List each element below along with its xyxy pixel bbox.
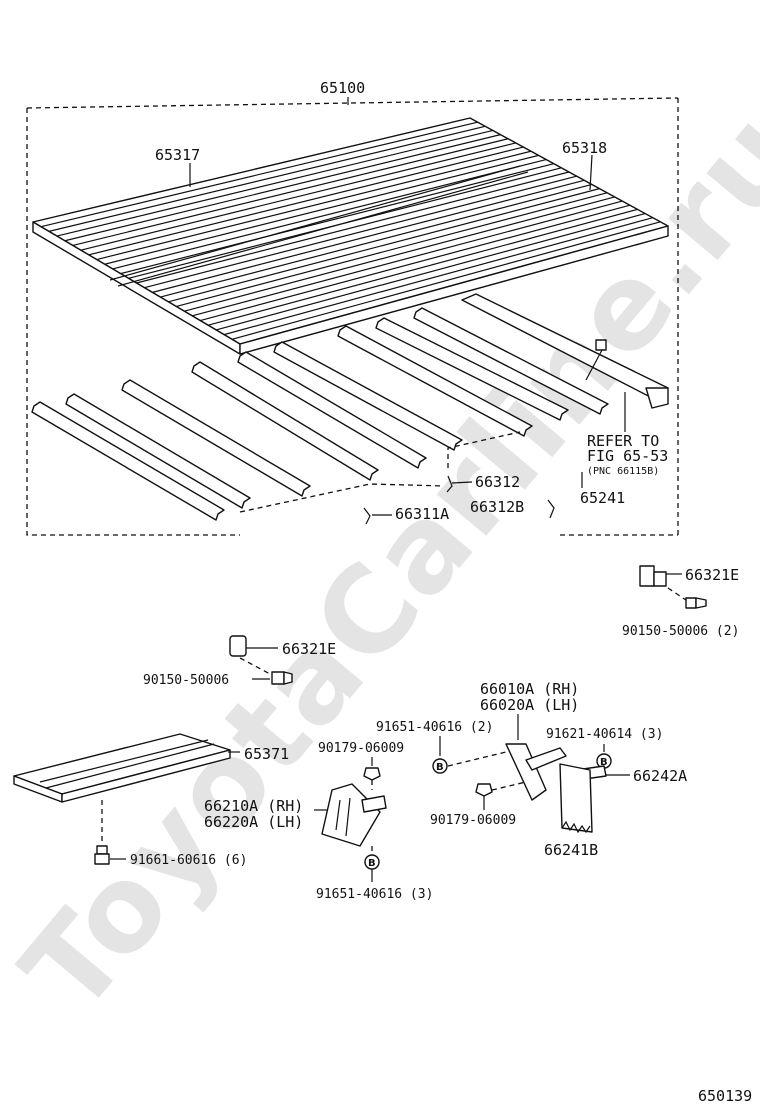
- floor-rib: [56, 129, 493, 237]
- floor-rib: [40, 121, 478, 228]
- cross-sill: [121, 379, 311, 497]
- floor-rib: [168, 188, 600, 303]
- label-65371: 65371: [244, 745, 289, 763]
- assembly-boundary: [26, 108, 240, 536]
- cross-sill: [191, 361, 379, 481]
- floor-rib: [104, 154, 539, 265]
- floor-rib: [88, 146, 524, 256]
- floor-rib: [192, 200, 623, 317]
- label-91661: 91661-60616 (6): [130, 853, 247, 868]
- label-66321E-left: 66321E: [282, 640, 336, 658]
- mudguard-bracket-66010A: [505, 743, 567, 801]
- bolt-90150-right: [685, 597, 707, 609]
- floor-rib: [64, 134, 501, 242]
- label-91651-top: 91651-40616 (2): [376, 720, 493, 735]
- nut-90179-top: [363, 767, 381, 781]
- label-91621: 91621-40614 (3): [546, 727, 663, 742]
- figure-code: 650139: [698, 1087, 752, 1105]
- floor-rib: [144, 175, 577, 289]
- bolt-90150-left: [271, 671, 293, 685]
- refer-line-1: REFER TO: [587, 432, 659, 450]
- label-90179-top: 90179-06009: [318, 741, 404, 756]
- marker-b-91651-top: [432, 758, 448, 774]
- marker-b-91621-letter: B: [600, 757, 608, 768]
- floor-rib: [215, 212, 646, 331]
- cross-sill: [237, 351, 427, 469]
- floor-rib: [184, 196, 615, 312]
- cross-member-65371: [13, 733, 231, 803]
- floor-rib: [48, 125, 486, 232]
- floor-rib: [72, 138, 509, 247]
- label-65317: 65317: [155, 146, 200, 164]
- floor-rib: [152, 179, 585, 293]
- label-90150-left: 90150-50006: [143, 673, 229, 688]
- cross-sill: [273, 341, 463, 451]
- clip-66312B: [547, 499, 555, 519]
- cross-sill: [337, 325, 533, 437]
- floor-rib: [96, 150, 532, 261]
- bracket-66321E-right: [639, 565, 667, 587]
- floor-rib: [223, 217, 653, 336]
- floor-rib: [120, 163, 554, 275]
- label-66321E-right: 66321E: [685, 566, 739, 584]
- cross-sills: [31, 307, 609, 521]
- refer-line-2: FIG 65-53: [587, 447, 668, 465]
- floor-rib: [80, 142, 516, 251]
- cross-sill: [65, 393, 251, 509]
- refer-line-3: (PNC 66115B): [587, 466, 659, 477]
- floor-rib: [160, 183, 592, 298]
- floor-rib: [231, 221, 661, 340]
- marker-b-91651-top-letter: B: [436, 762, 444, 773]
- nut-90179-bottom: [475, 783, 493, 797]
- clip-66311A: [363, 507, 371, 525]
- label-65241: 65241: [580, 489, 625, 507]
- label-90150-right: 90150-50006 (2): [622, 624, 739, 639]
- label-66311A: 66311A: [395, 505, 449, 523]
- label-66010A: 66010A (RH): [480, 680, 579, 698]
- cross-sill: [413, 307, 609, 415]
- label-66312: 66312: [475, 473, 520, 491]
- bolt-91661: [94, 845, 110, 865]
- marker-b-91651-bottom-letter: B: [368, 858, 376, 869]
- label-91651-bottom: 91651-40616 (3): [316, 887, 433, 902]
- label-66220A: 66220A (LH): [204, 813, 303, 831]
- floor-rib: [112, 158, 547, 270]
- label-66210A: 66210A (RH): [204, 797, 303, 815]
- rear-sill-65241: [461, 293, 669, 409]
- label-66241B: 66241B: [544, 841, 598, 859]
- label-65100: 65100: [320, 79, 365, 97]
- floor-rib: [176, 192, 608, 308]
- cross-sill: [31, 401, 225, 521]
- mudguard-stay-66210A: [321, 783, 387, 847]
- cross-sill: [375, 317, 569, 421]
- mudflap-66241B: [559, 763, 593, 834]
- label-66312B: 66312B: [470, 498, 524, 516]
- clip-66312: [446, 475, 453, 493]
- label-66242A: 66242A: [633, 767, 687, 785]
- label-65318: 65318: [562, 139, 607, 157]
- label-66020A: 66020A (LH): [480, 696, 579, 714]
- floor-rib: [207, 208, 638, 326]
- floor-rib: [200, 204, 631, 322]
- bracket-66321E-left: [229, 635, 247, 657]
- label-90179-bottom: 90179-06009: [430, 813, 516, 828]
- deck-floor-panel: [32, 117, 669, 355]
- floor-rib: [136, 171, 570, 284]
